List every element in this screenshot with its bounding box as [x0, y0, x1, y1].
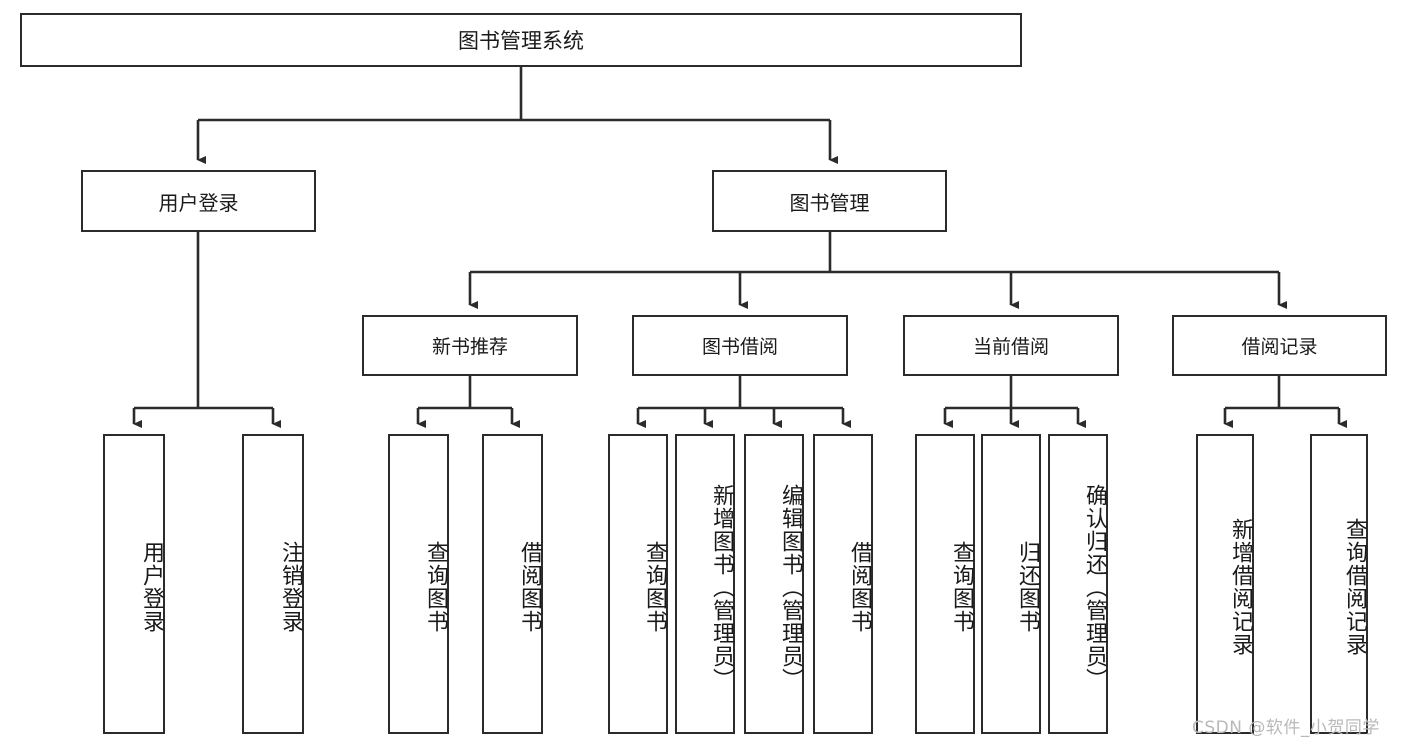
node-leaf-query-record[interactable]: 查询借阅记录 [1310, 434, 1368, 734]
node-leaf-logout-login-label: 注销登录 [278, 541, 303, 633]
node-leaf-query-book-1[interactable]: 查询图书 [388, 434, 449, 734]
node-leaf-user-login-label: 用户登录 [139, 541, 164, 633]
node-leaf-logout-login[interactable]: 注销登录 [242, 434, 304, 734]
node-book-manage[interactable]: 图书管理 [712, 170, 947, 232]
node-user-login[interactable]: 用户登录 [81, 170, 316, 232]
node-book-borrow-label: 图书借阅 [701, 336, 778, 358]
node-current-borrow-label: 当前借阅 [972, 336, 1049, 358]
node-leaf-add-record[interactable]: 新增借阅记录 [1196, 434, 1254, 734]
node-root[interactable]: 图书管理系统 [20, 13, 1022, 67]
node-book-manage-label: 图书管理 [789, 190, 870, 215]
node-leaf-add-book-label: 新增图书（管理员） [709, 483, 734, 691]
node-leaf-query-book-2[interactable]: 查询图书 [608, 434, 668, 734]
node-borrow-record[interactable]: 借阅记录 [1172, 315, 1387, 376]
node-new-book-recommend[interactable]: 新书推荐 [362, 315, 578, 376]
node-leaf-confirm-return[interactable]: 确认归还（管理员） [1048, 434, 1108, 734]
node-leaf-query-book-3-label: 查询图书 [949, 541, 974, 633]
node-leaf-borrow-book-1-label: 借阅图书 [517, 541, 542, 633]
node-leaf-add-record-label: 新增借阅记录 [1228, 518, 1253, 656]
node-leaf-return-book[interactable]: 归还图书 [981, 434, 1041, 734]
node-borrow-record-label: 借阅记录 [1241, 336, 1318, 358]
node-new-book-recommend-label: 新书推荐 [431, 336, 508, 358]
node-leaf-borrow-book-2[interactable]: 借阅图书 [813, 434, 873, 734]
node-leaf-confirm-return-label: 确认归还（管理员） [1082, 483, 1107, 691]
node-current-borrow[interactable]: 当前借阅 [903, 315, 1119, 376]
node-leaf-edit-book-label: 编辑图书（管理员） [778, 483, 803, 691]
node-leaf-query-book-3[interactable]: 查询图书 [915, 434, 975, 734]
node-book-borrow[interactable]: 图书借阅 [632, 315, 848, 376]
node-leaf-edit-book[interactable]: 编辑图书（管理员） [744, 434, 804, 734]
node-leaf-return-book-label: 归还图书 [1015, 541, 1040, 633]
watermark: CSDN @软件_小贺同学 [1192, 718, 1380, 738]
node-leaf-query-book-1-label: 查询图书 [423, 541, 448, 633]
node-user-login-label: 用户登录 [158, 190, 239, 215]
node-root-label: 图书管理系统 [458, 29, 584, 53]
node-leaf-borrow-book-1[interactable]: 借阅图书 [482, 434, 543, 734]
node-leaf-add-book[interactable]: 新增图书（管理员） [675, 434, 735, 734]
node-leaf-query-book-2-label: 查询图书 [642, 541, 667, 633]
node-leaf-query-record-label: 查询借阅记录 [1342, 518, 1367, 656]
node-leaf-borrow-book-2-label: 借阅图书 [847, 541, 872, 633]
node-leaf-user-login[interactable]: 用户登录 [103, 434, 165, 734]
